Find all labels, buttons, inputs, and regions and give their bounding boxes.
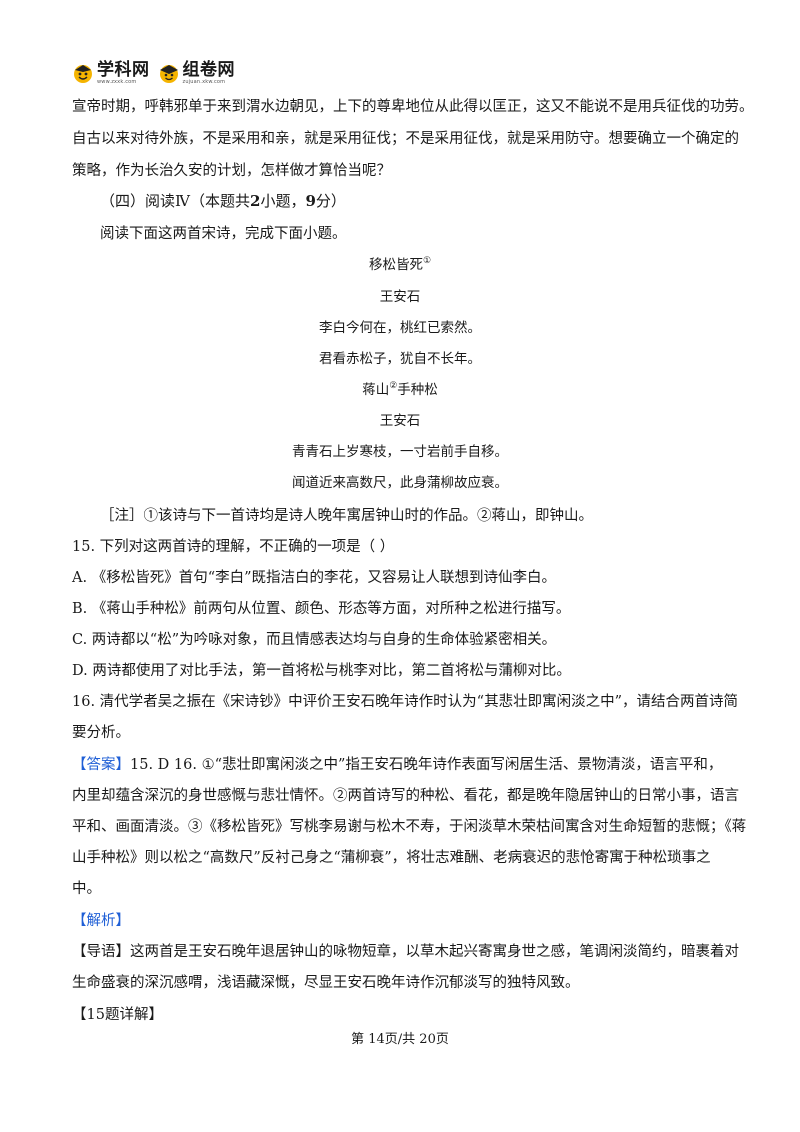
logo-zujuanwang-url: zujuan.xkw.com xyxy=(182,79,226,85)
poem1-author: 王安石 xyxy=(379,289,421,305)
logo-zujuanwang-name: 组卷网 xyxy=(182,60,235,80)
question-16-stem: 16. 清代学者吴之振在《宋诗钞》中评价王安石晚年诗作时认为“其悲壮即寓闲淡之中… xyxy=(72,694,738,710)
logo-xuekewang: 学科网 www.zxxk.com xyxy=(72,61,150,85)
poem2-line: 闻道近来高数尺，此身蒲柳故应衰。 xyxy=(292,475,508,491)
logo-xuekewang-name: 学科网 xyxy=(97,60,150,80)
page-number: 第 14页/共 20页 xyxy=(351,1032,449,1047)
logo-xuekewang-url: www.zxxk.com xyxy=(97,79,137,85)
paragraph-line: 策略，作为长治久安的计划，怎样做才算恰当呢？ xyxy=(72,163,391,179)
q15-detail-heading: 【15题详解】 xyxy=(72,1007,163,1023)
paragraph-line: 宣帝时期，呼韩邪单于来到渭水边朝见，上下的尊卑地位从此得以匡正，这又不能说不是用… xyxy=(72,99,754,115)
analysis-tag: 【解析】 xyxy=(72,913,130,929)
poem1-line: 君看赤松子，犹自不长年。 xyxy=(319,351,481,367)
poem1-line: 李白今何在，桃红已索然。 xyxy=(319,320,481,336)
question-15-option-c: C. 两诗都以“松”为吟咏对象，而且情感表达均与自身的生命体验紧密相关。 xyxy=(72,632,557,648)
guide-line: 生命盛衰的深沉感喟，浅语藏深慨，尽显王安石晚年诗作沉郁淡写的独特风致。 xyxy=(72,975,580,991)
footnote-mark: ① xyxy=(422,256,432,266)
footnote-mark: ② xyxy=(389,381,398,391)
guide-line: 【导语】这两首是王安石晚年退居钟山的咏物短章，以草木起兴寄寓身世之感，笔调闲淡简… xyxy=(72,944,739,960)
logo-zujuanwang: 组卷网 zujuan.xkw.com xyxy=(158,61,236,85)
answer-line: 平和、画面清淡。③《移松皆死》写桃李易谢与松木不寿，于闲淡草木荣枯间寓含对生命短… xyxy=(72,819,747,835)
answer-tag: 【答案】 xyxy=(72,757,130,773)
guide-tag: 【导语】 xyxy=(72,944,130,960)
paragraph-line: 自古以来对待外族，不是采用和亲，就是采用征伐；不是采用征伐，就是采用防守。想要确… xyxy=(72,131,739,147)
poem2-author: 王安石 xyxy=(379,413,421,429)
poem2-title: 蒋山②手种松 xyxy=(362,381,438,399)
header-logos: 学科网 www.zxxk.com 组卷网 zujuan.xkw.com xyxy=(72,58,235,88)
poem2-line: 青青石上岁寒枝，一寸岩前手自移。 xyxy=(292,444,508,460)
answer-line: 山手种松》则以松之“高数尺”反衬己身之“蒲柳衰”，将壮志难酬、老病衰迟的悲怆寄寓… xyxy=(72,850,711,866)
poem1-title: 移松皆死① xyxy=(368,256,432,274)
reading-instruction: 阅读下面这两首宋诗，完成下面小题。 xyxy=(100,226,347,242)
poem-annotation: ［注］①该诗与下一首诗均是诗人晚年寓居钟山时的作品。②蒋山，即钟山。 xyxy=(100,508,593,524)
answer-line: 内里却蕴含深沉的身世感慨与悲壮情怀。②两首诗写的种松、看花，都是晚年隐居钟山的日… xyxy=(72,788,739,804)
question-15-option-b: B. 《蒋山手种松》前两句从位置、颜色、形态等方面，对所种之松进行描写。 xyxy=(72,601,571,617)
answer-line: 中。 xyxy=(72,881,101,897)
answer-line: 【答案】15. D 16. ①“悲壮即寓闲淡之中”指王安石晚年诗作表面写闲居生活… xyxy=(72,757,723,773)
question-16-stem-cont: 要分析。 xyxy=(72,725,130,741)
section-heading: （四）阅读Ⅳ（本题共2小题，9分） xyxy=(100,192,346,210)
question-15-option-d: D. 两诗都使用了对比手法，第一首将松与桃李对比，第二首将松与蒲柳对比。 xyxy=(72,663,571,679)
question-15-stem: 15. 下列对这两首诗的理解，不正确的一项是（ ） xyxy=(72,539,395,555)
graduation-logo-icon xyxy=(159,65,178,83)
smiley-logo-icon xyxy=(74,65,92,83)
question-15-option-a: A. 《移松皆死》首句“李白”既指洁白的李花，又容易让人联想到诗仙李白。 xyxy=(72,570,557,586)
